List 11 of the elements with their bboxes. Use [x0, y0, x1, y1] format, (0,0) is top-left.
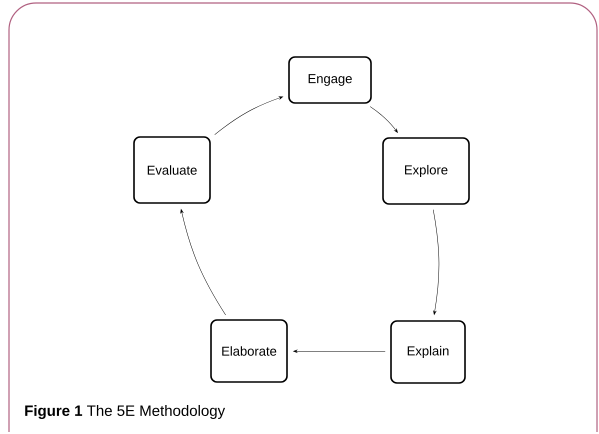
process-box: Engage [288, 56, 372, 104]
process-box: Elaborate [210, 319, 288, 383]
arrow [214, 96, 284, 135]
caption: Figure 1 The 5E Methodology [25, 404, 226, 420]
process-box: Explore [382, 137, 470, 205]
process-box: Evaluate [133, 136, 211, 204]
process-box: Explain [390, 320, 466, 384]
arrow [370, 106, 398, 133]
arrow [293, 350, 386, 353]
arrow [433, 209, 440, 315]
arrow [180, 209, 226, 316]
